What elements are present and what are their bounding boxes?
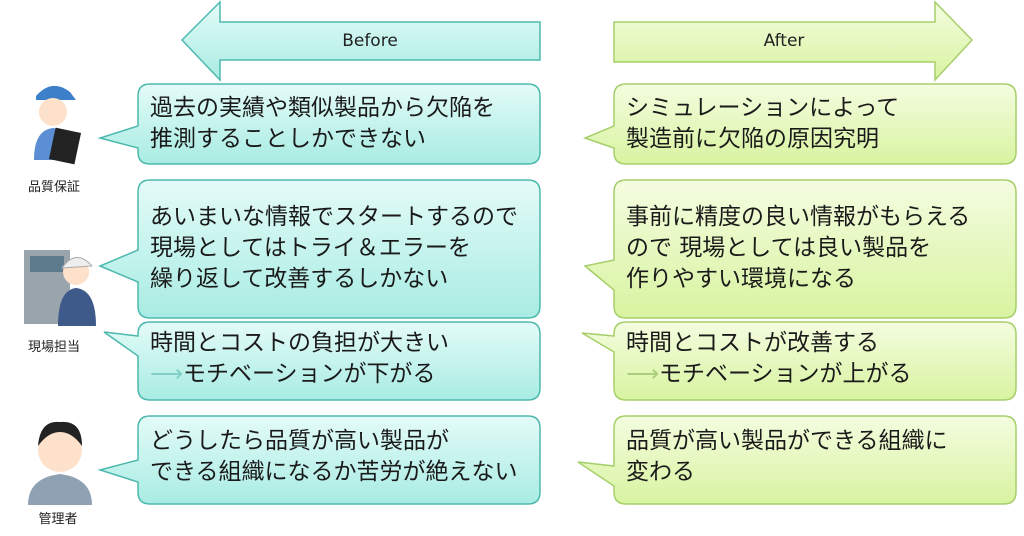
before-text-1: 過去の実績や類似製品から欠陥を 推測することしかできない — [150, 93, 495, 155]
before-text-3: 時間とコストの負担が大きい ⟶モチベーションが下がる — [150, 328, 449, 390]
role-quality-assurance: 品質保証 — [27, 180, 80, 195]
before-bubble-4 — [97, 415, 541, 505]
line: ⟶モチベーションが上がる — [626, 359, 912, 390]
line: 時間とコストが改善する — [626, 330, 879, 356]
line: できる組織になるか苦労が絶えない — [150, 459, 518, 485]
after-header: After — [763, 31, 805, 51]
after-bubble-2 — [583, 179, 1017, 319]
line: ので 現場としては良い製品を — [626, 235, 932, 261]
quality-worker-icon — [34, 85, 82, 165]
line-text: モチベーションが上がる — [658, 361, 912, 387]
after-text-3: 時間とコストが改善する ⟶モチベーションが上がる — [626, 328, 912, 390]
line: 現場としてはトライ＆エラーを — [150, 235, 471, 261]
after-text-1: シミュレーションによって 製造前に欠陥の原因究明 — [626, 93, 899, 155]
after-bubble-4 — [577, 415, 1017, 505]
line: 繰り返して改善するしかない — [150, 266, 449, 292]
after-arrow — [613, 0, 974, 82]
arrow-icon: ⟶ — [150, 361, 183, 387]
before-bubble-3 — [103, 321, 541, 401]
before-bubble-2 — [98, 179, 541, 319]
before-text-2: あいまいな情報でスタートするので 現場としてはトライ＆エラーを 繰り返して改善す… — [150, 202, 518, 295]
line: シミュレーションによって — [626, 95, 900, 121]
line: 作りやすい環境になる — [626, 266, 856, 292]
line: 変わる — [626, 459, 695, 485]
factory-worker-icon — [24, 250, 96, 326]
before-bubble-1 — [97, 83, 541, 165]
arrow-icon: ⟶ — [626, 361, 659, 387]
after-bubble-1 — [582, 83, 1017, 165]
line: 推測することしかできない — [150, 126, 426, 152]
line: ⟶モチベーションが下がる — [150, 359, 449, 390]
role-manager: 管理者 — [38, 512, 78, 527]
line: あいまいな情報でスタートするので — [150, 204, 518, 230]
line: 製造前に欠陥の原因究明 — [626, 126, 879, 152]
after-text-2: 事前に精度の良い情報がもらえる ので 現場としては良い製品を 作りやすい環境にな… — [626, 202, 970, 295]
before-header: Before — [342, 31, 398, 51]
before-text-4: どうしたら品質が高い製品が できる組織になるか苦労が絶えない — [150, 426, 518, 488]
line: 時間とコストの負担が大きい — [150, 330, 449, 356]
after-bubble-3 — [581, 321, 1017, 401]
role-field-staff: 現場担当 — [27, 340, 80, 355]
line: 事前に精度の良い情報がもらえる — [626, 204, 971, 230]
after-text-4: 品質が高い製品ができる組織に 変わる — [626, 426, 948, 488]
line: 過去の実績や類似製品から欠陥を — [150, 95, 495, 121]
line: 品質が高い製品ができる組織に — [626, 428, 948, 454]
manager-icon — [28, 421, 92, 505]
line-text: モチベーションが下がる — [182, 361, 436, 387]
line: どうしたら品質が高い製品が — [150, 428, 449, 454]
before-arrow — [180, 0, 541, 82]
